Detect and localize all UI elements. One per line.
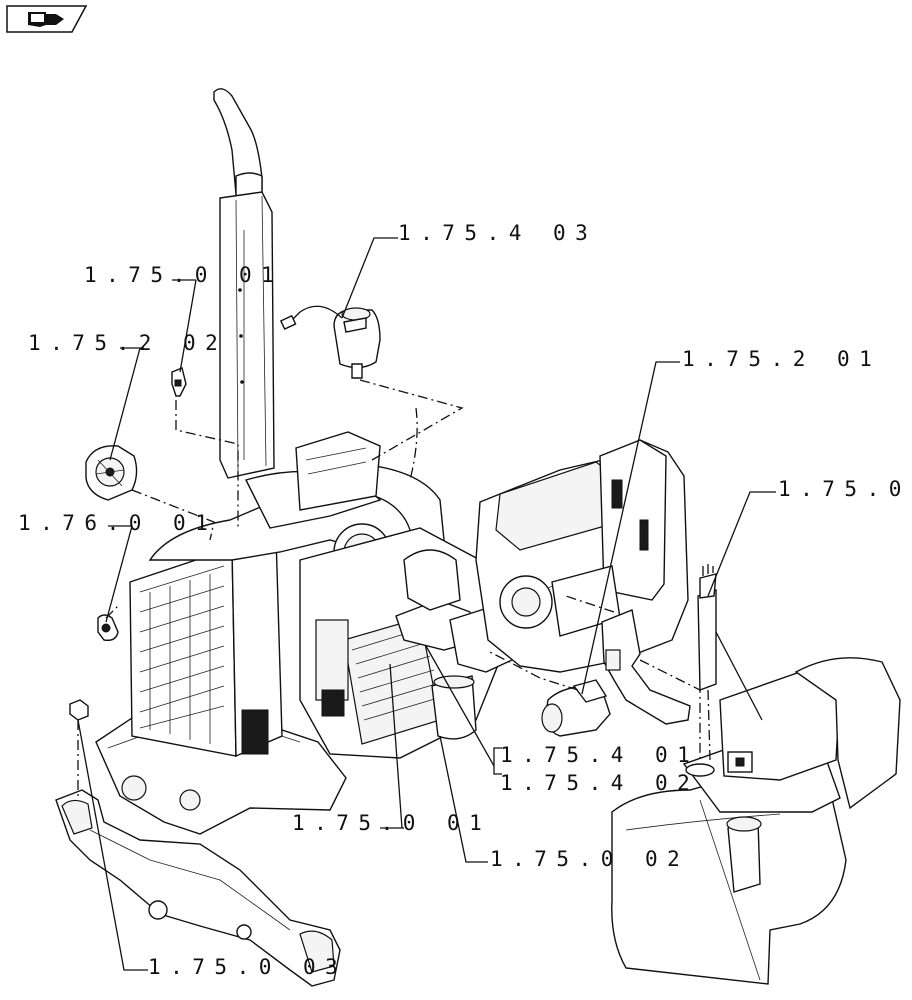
callout-c1[interactable]: 1.75.4 03	[398, 221, 597, 245]
tractor-engine-assembly	[95, 431, 513, 835]
sensor-fitting	[171, 367, 187, 397]
fuel-tank-bracket	[601, 609, 691, 725]
axle-nut	[69, 699, 89, 721]
callouts: 1.75.4 03 1.75.0 01 1.75.2 02 1.75.2 01 …	[18, 221, 911, 979]
callout-c11[interactable]: 1.75.0 03	[148, 955, 347, 979]
callout-c10[interactable]: 1.75.0 02	[490, 847, 689, 871]
transmission-housing	[475, 439, 689, 673]
fuel-tank	[611, 657, 901, 985]
exhaust-stack	[213, 88, 275, 479]
callout-c7[interactable]: 1.75.4 01	[500, 743, 699, 767]
leader-lines	[77, 237, 776, 971]
nav-back-button[interactable]	[6, 5, 88, 33]
callout-c5[interactable]: 1.76.0 01	[18, 511, 217, 535]
starter-motor	[541, 679, 611, 737]
callout-c6[interactable]: 1.75.0	[778, 477, 911, 501]
callout-c8[interactable]: 1.75.4 02	[500, 771, 699, 795]
callout-c2[interactable]: 1.75.0 01	[84, 263, 283, 287]
callout-c9[interactable]: 1.75.0 01	[292, 811, 491, 835]
assembly-lines	[77, 379, 763, 796]
callout-c4[interactable]: 1.75.2 01	[682, 347, 881, 371]
coolant-reservoir	[279, 305, 381, 379]
callout-c3[interactable]: 1.75.2 02	[28, 331, 227, 355]
fuel-sender	[697, 564, 717, 692]
front-axle	[55, 789, 341, 987]
hose-clamp	[97, 614, 119, 642]
book-arrow-icon	[28, 12, 64, 27]
